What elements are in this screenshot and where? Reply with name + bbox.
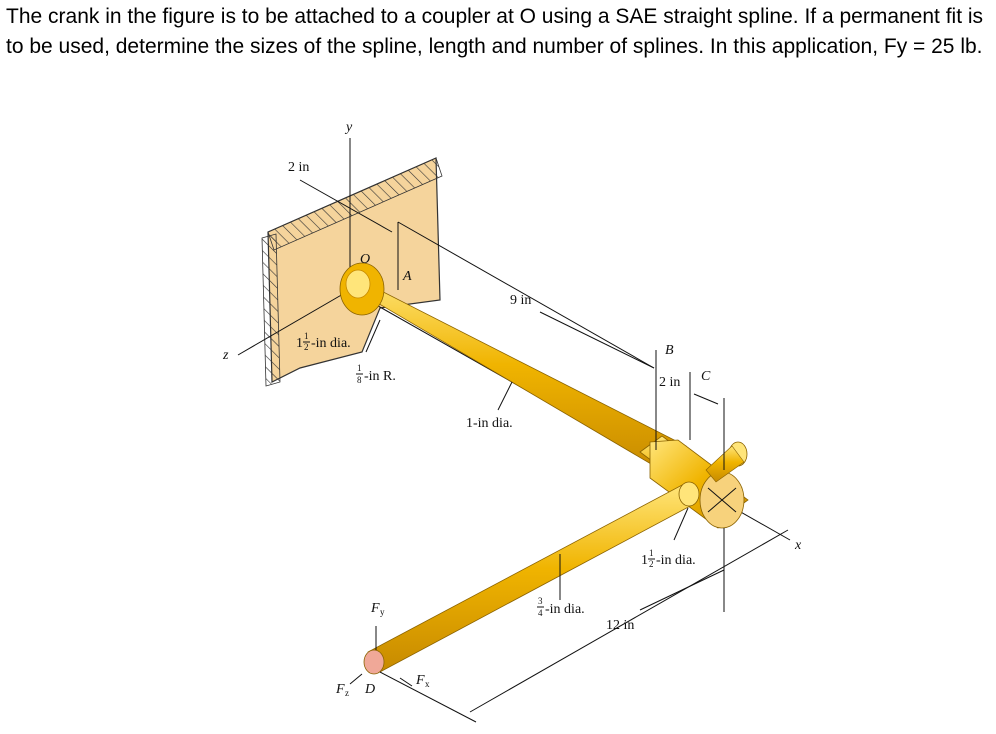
force-Fy-main: F (370, 601, 380, 616)
point-B-label: B (665, 343, 674, 358)
dia-1-5b-whole: 1 (641, 553, 648, 568)
label-2in-top: 2 in (288, 160, 309, 175)
label-2in-right: 2 in (659, 375, 680, 390)
force-Fx-sub: x (425, 679, 430, 689)
dia-1-5b-rest: -in dia. (656, 553, 696, 568)
label-Fx: F x (415, 673, 430, 689)
label-1in-dia: 1-in dia. (466, 416, 513, 431)
force-Fz-main: F (335, 682, 345, 697)
dia-1-5b-num: 1 (649, 548, 654, 558)
label-3-4in-dia: 3 4 -in dia. (537, 596, 585, 618)
problem-statement: The crank in the figure is to be attache… (6, 5, 984, 58)
force-Fx-main: F (415, 673, 425, 688)
radius-den: 8 (357, 375, 362, 385)
hub (639, 435, 749, 529)
point-A-label: A (402, 269, 412, 284)
dia-3-4-num: 3 (538, 596, 543, 606)
dia-1-5-den: 2 (304, 342, 309, 352)
dia-1-5-rest: -in dia. (311, 336, 351, 351)
radius-num: 1 (357, 363, 362, 373)
force-Fz-sub: z (345, 688, 349, 698)
dia-1-5-num: 1 (304, 331, 309, 341)
label-Fy: F y (370, 601, 385, 617)
label-1-1-2in-dia-hub: 1 1 2 -in dia. (641, 548, 696, 569)
dia-3-4-den: 4 (538, 608, 543, 618)
label-Fz: F z (335, 682, 349, 698)
point-D-label: D (364, 682, 375, 697)
axis-z-label: z (222, 348, 229, 363)
dia-1-5-whole: 1 (296, 336, 303, 351)
point-O-label: O (360, 252, 370, 267)
force-Fy-sub: y (380, 607, 385, 617)
label-12in: 12 in (606, 618, 634, 633)
radius-rest: -in R. (364, 369, 396, 384)
dimension-lines (299, 179, 789, 723)
axis-y-label: y (344, 120, 353, 135)
label-1-8in-radius: 1 8 -in R. (356, 363, 396, 385)
crank-arm-rod (363, 481, 700, 675)
dia-1-5b-den: 2 (649, 559, 654, 569)
point-C-label: C (701, 369, 711, 384)
label-9in: 9 in (510, 293, 531, 308)
axis-x-label: x (794, 538, 802, 553)
dia-3-4-rest: -in dia. (545, 602, 585, 617)
label-1-1-2in-dia: 1 1 2 -in dia. (296, 331, 351, 352)
